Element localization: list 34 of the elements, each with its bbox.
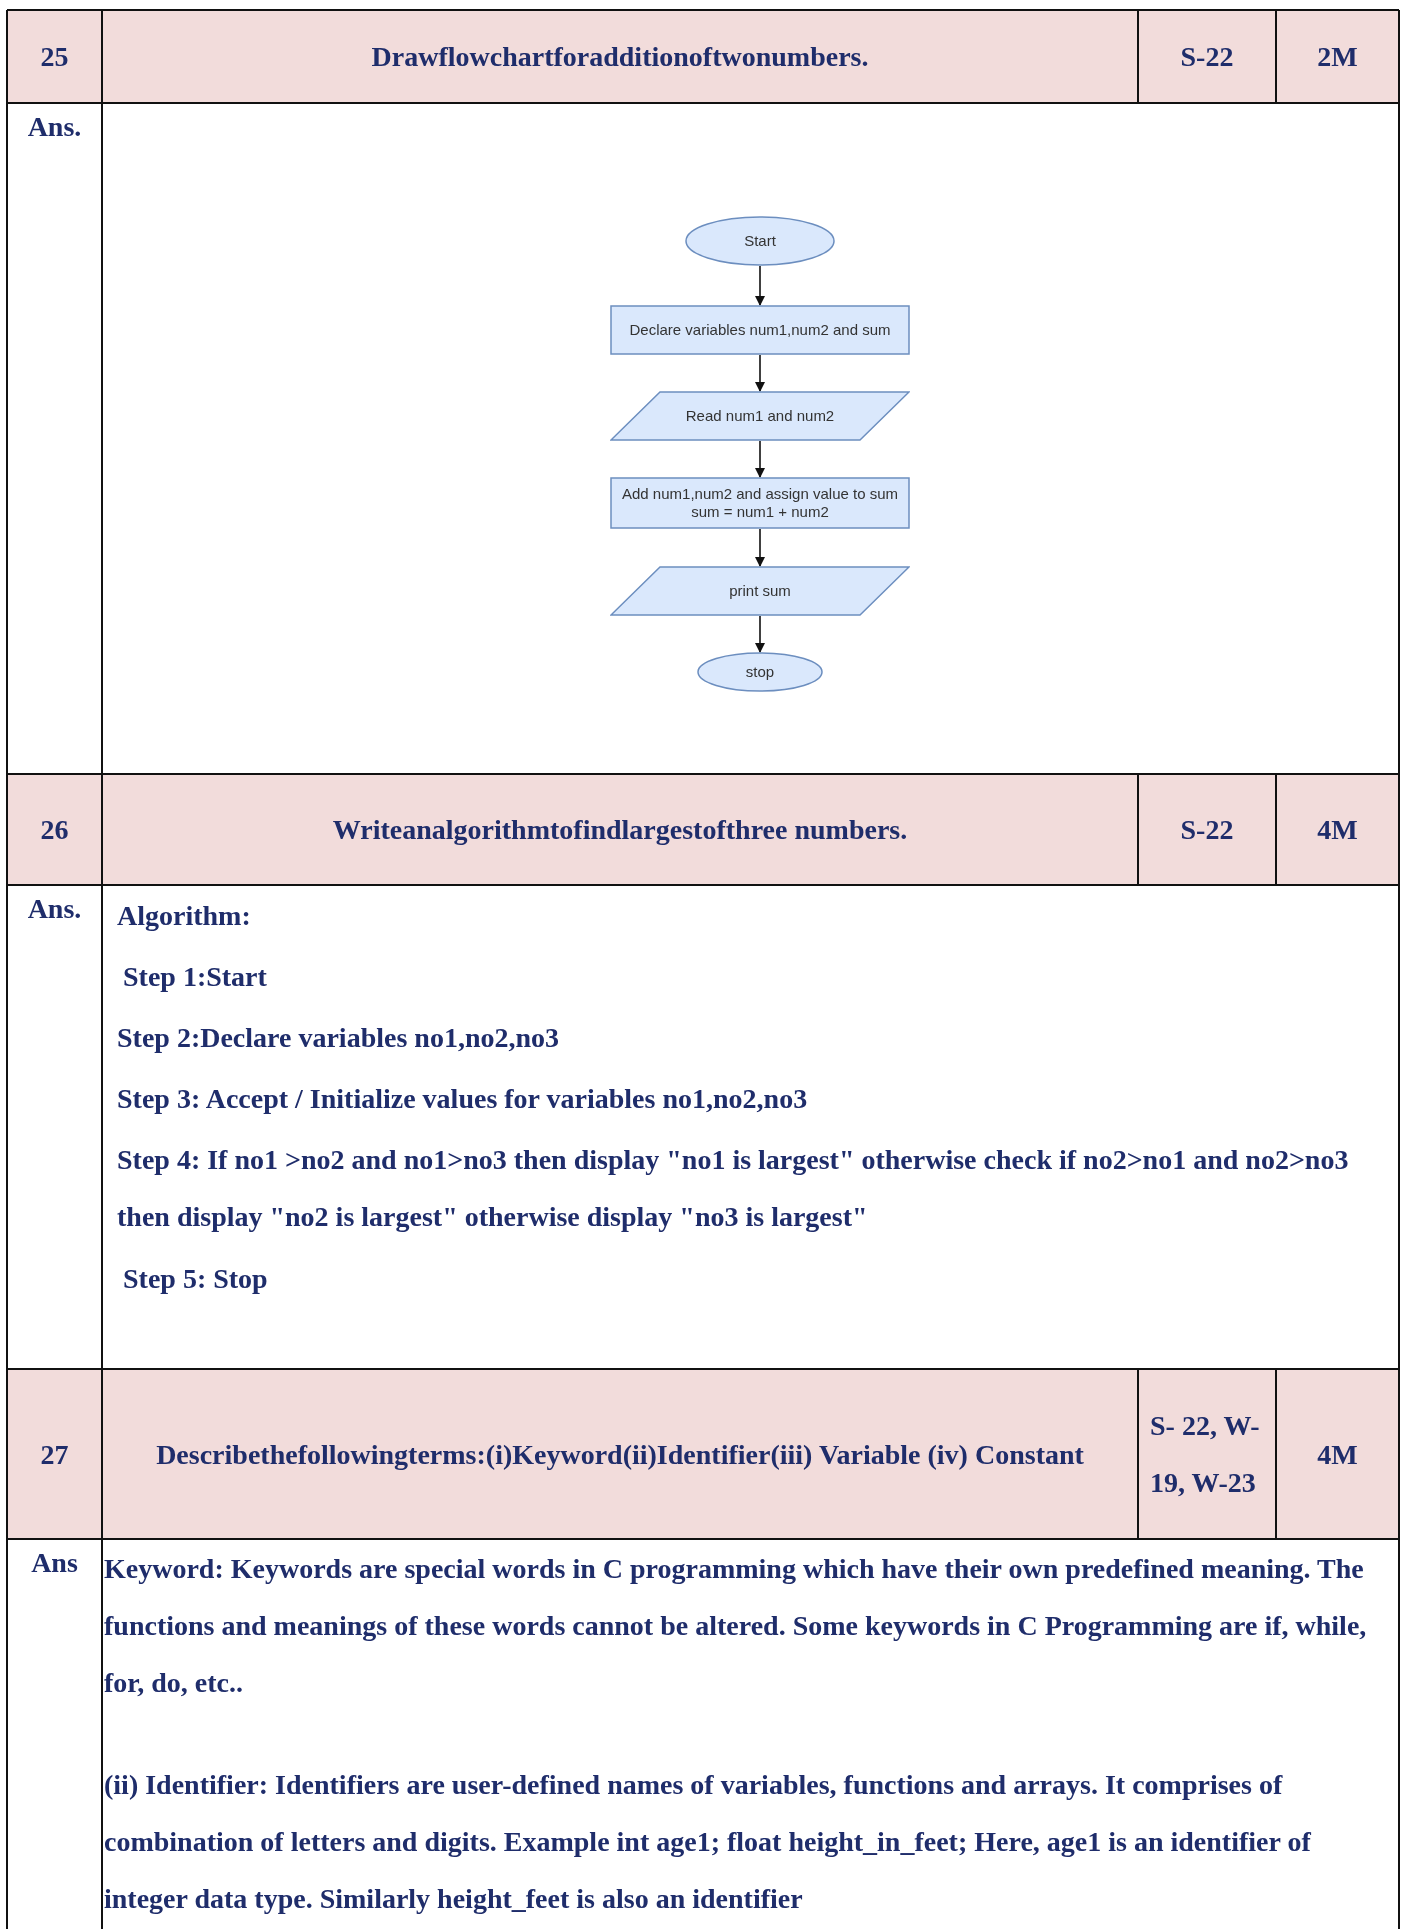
input-output-parallelogram: print sum bbox=[610, 566, 910, 616]
terminal-ellipse: stop bbox=[697, 652, 823, 692]
terminal-ellipse: Start bbox=[685, 216, 835, 266]
arrow bbox=[755, 440, 765, 478]
arrow bbox=[755, 528, 765, 567]
answer-paragraph: (ii) Identifier: Identifiers are user-defined names of variables, functions and arrays. It comprises of combination of letters and digits. Example int age1; float height_in_feet; Here, age1 is an identifier of integer data type. Similarly height_feet is also an identifier bbox=[104, 1768, 1312, 1916]
algorithm-step: Step 1:Start bbox=[123, 948, 267, 1005]
question-number: 25 bbox=[40, 40, 69, 74]
exam-code: S-22 bbox=[1180, 813, 1234, 847]
marks-value: 4M bbox=[1317, 1437, 1358, 1472]
process-box: Add num1,num2 and assign value to sum sum = num1 + num2 bbox=[610, 477, 910, 529]
process-box: Declare variables num1,num2 and sum bbox=[610, 305, 910, 355]
answer-label: Ans bbox=[31, 1545, 78, 1580]
question-text: Describethefollowingterms:(i)Keyword(ii)Identifier(iii) Variable (iv) Constant bbox=[156, 1437, 1084, 1472]
question-text: Writeanalgorithmtofindlargestofthree numbers. bbox=[332, 813, 908, 847]
marks-value: 2M bbox=[1317, 40, 1358, 74]
question-number: 27 bbox=[40, 1437, 69, 1472]
arrow bbox=[755, 615, 765, 653]
algorithm-step: Step 4: If no1 >no2 and no1>no3 then display "no1 is largest" otherwise check if no2>no1 and no2>no3 then display "no2 is largest" otherwise display "no3 is largest" bbox=[117, 1131, 1392, 1245]
algorithm-step: Step 3: Accept / Initialize values for variables no1,no2,no3 bbox=[117, 1070, 808, 1127]
answer-paragraph: Keyword: Keywords are special words in C programming which have their own predefined meaning. The functions and meanings of these words cannot be altered. Some keywords in C Programming are if, while, for, do, etc.. bbox=[104, 1552, 1368, 1700]
question-text: Drawflowchartforadditionoftwonumbers. bbox=[371, 40, 869, 74]
answer-label: Ans. bbox=[27, 109, 82, 144]
exam-code: S-22 bbox=[1180, 40, 1234, 74]
algorithm-heading: Algorithm: bbox=[117, 899, 251, 933]
arrow bbox=[755, 354, 765, 392]
input-output-parallelogram: Read num1 and num2 bbox=[610, 391, 910, 441]
marks-value: 4M bbox=[1317, 813, 1358, 847]
exam-code: S- 22, W-19, W-23 bbox=[1150, 1409, 1260, 1500]
algorithm-step: Step 2:Declare variables no1,no2,no3 bbox=[117, 1009, 560, 1066]
question-number: 26 bbox=[40, 813, 69, 847]
algorithm-step: Step 5: Stop bbox=[123, 1250, 268, 1307]
arrow bbox=[755, 265, 765, 306]
answer-label: Ans. bbox=[27, 891, 82, 926]
